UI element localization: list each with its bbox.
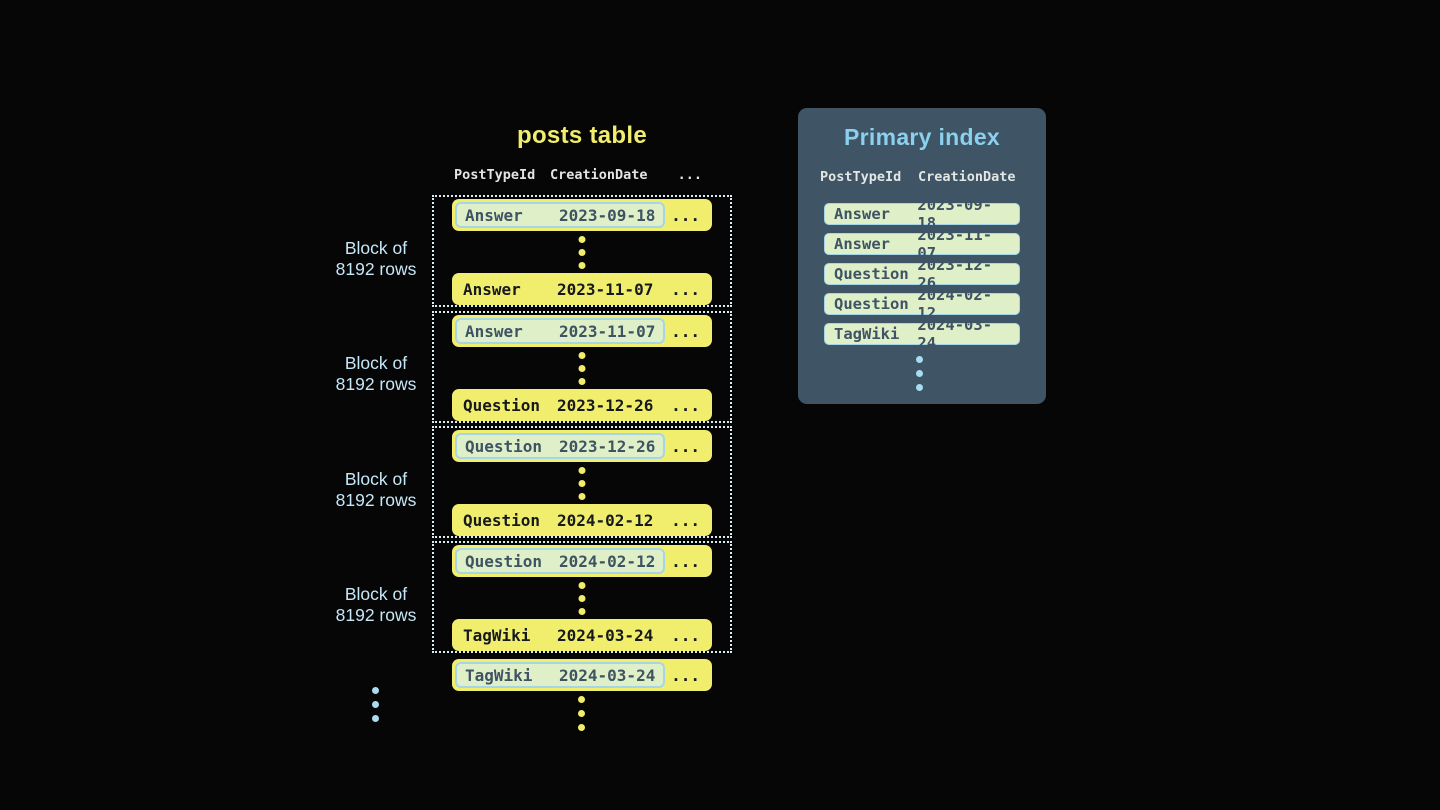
cell-posttypeid: Question (465, 436, 543, 456)
block-2: Answer 2023-11-07 ... Question 2023-12-2… (432, 311, 732, 423)
cell-posttypeid: TagWiki (465, 665, 533, 685)
omitted-rows-dots (578, 236, 586, 269)
block-size-label: Block of 8192 rows (335, 584, 417, 625)
table-row: TagWiki 2024-03-24 ... (452, 659, 712, 691)
cell-posttypeid: TagWiki (463, 625, 531, 645)
cell-creationdate: 2023-12-26 (557, 395, 654, 415)
cell-posttypeid: TagWiki (834, 325, 900, 343)
indexed-row-highlight: Question 2023-12-26 (455, 433, 666, 459)
primary-index-column-headers: PostTypeId CreationDate (798, 169, 1046, 185)
table-row: Answer 2023-09-18 ... (452, 199, 712, 231)
row-more-columns: ... (671, 321, 700, 341)
cell-creationdate: 2024-03-24 (917, 316, 993, 352)
cell-posttypeid: Question (463, 395, 541, 415)
cell-posttypeid: Answer (465, 205, 523, 225)
column-header-creationdate: CreationDate (918, 169, 1016, 185)
cell-creationdate: 2023-09-18 (917, 196, 993, 232)
cell-creationdate: 2024-03-24 (557, 625, 654, 645)
cell-creationdate: 2024-03-24 (559, 665, 656, 685)
cell-creationdate: 2023-09-18 (559, 205, 656, 225)
indexed-row-highlight: Answer 2023-11-07 (455, 318, 666, 344)
column-header-creationdate: CreationDate (550, 167, 648, 183)
indexed-row-highlight: Question 2024-02-12 (455, 548, 666, 574)
row-more-columns: ... (671, 279, 700, 299)
cell-posttypeid: Question (834, 265, 909, 283)
index-entry: Question 2024-02-12 (824, 286, 1020, 322)
index-entry: Answer 2023-09-18 (824, 196, 1020, 232)
omitted-rows-dots (578, 352, 586, 385)
cell-posttypeid: Answer (465, 321, 523, 341)
column-header-more: ... (677, 167, 702, 183)
cell-creationdate: 2024-02-12 (559, 551, 656, 571)
column-header-posttypeid: PostTypeId (454, 167, 536, 183)
cell-creationdate: 2023-11-07 (917, 226, 993, 262)
column-header-posttypeid: PostTypeId (820, 169, 902, 185)
cell-posttypeid: Answer (463, 279, 521, 299)
primary-index-title: Primary index (843, 124, 1001, 150)
index-entry: Question 2023-12-26 (824, 256, 1020, 292)
omitted-rows-dots (578, 582, 586, 615)
row-more-columns: ... (671, 551, 700, 571)
indexed-row-highlight: TagWiki 2024-03-24 (455, 662, 666, 688)
table-row: Question 2024-02-12 ... (452, 504, 712, 536)
table-row: Answer 2023-11-07 ... (452, 273, 712, 305)
omitted-rows-dots (578, 696, 585, 731)
block-size-label: Block of 8192 rows (335, 353, 417, 394)
cell-posttypeid: Question (465, 551, 543, 571)
table-row: Question 2024-02-12 ... (452, 545, 712, 577)
cell-creationdate: 2023-11-07 (559, 321, 656, 341)
index-entry: Answer 2023-11-07 (824, 226, 1020, 262)
cell-creationdate: 2024-02-12 (917, 286, 993, 322)
cell-creationdate: 2023-12-26 (559, 436, 656, 456)
cell-creationdate: 2023-12-26 (917, 256, 993, 292)
block-4: Question 2024-02-12 ... TagWiki 2024-03-… (432, 541, 732, 653)
primary-index-panel: Primary index PostTypeId CreationDate An… (798, 108, 1046, 404)
posts-table-title: posts table (517, 122, 647, 149)
posts-table-column-headers: PostTypeId CreationDate ... (452, 167, 712, 183)
block-1: Answer 2023-09-18 ... Answer 2023-11-07 … (432, 195, 732, 307)
index-entry: TagWiki 2024-03-24 (824, 316, 1020, 352)
cell-creationdate: 2024-02-12 (557, 510, 654, 530)
table-row: Question 2023-12-26 ... (452, 430, 712, 462)
row-more-columns: ... (671, 510, 700, 530)
row-more-columns: ... (671, 436, 700, 456)
cell-posttypeid: Answer (834, 205, 890, 223)
cell-creationdate: 2023-11-07 (557, 279, 654, 299)
table-row: Question 2023-12-26 ... (452, 389, 712, 421)
block-size-label: Block of 8192 rows (335, 469, 417, 510)
cell-posttypeid: Answer (834, 235, 890, 253)
block-size-label: Block of 8192 rows (335, 238, 417, 279)
cell-posttypeid: Question (463, 510, 541, 530)
row-more-columns: ... (671, 205, 700, 225)
omitted-index-entries-dots (916, 356, 923, 391)
omitted-rows-dots (578, 467, 586, 500)
omitted-blocks-dots (372, 687, 379, 722)
row-more-columns: ... (671, 395, 700, 415)
table-row: Answer 2023-11-07 ... (452, 315, 712, 347)
block-3: Question 2023-12-26 ... Question 2024-02… (432, 426, 732, 538)
row-more-columns: ... (671, 625, 700, 645)
indexed-row-highlight: Answer 2023-09-18 (455, 202, 666, 228)
cell-posttypeid: Question (834, 295, 909, 313)
row-more-columns: ... (671, 665, 700, 685)
table-row: TagWiki 2024-03-24 ... (452, 619, 712, 651)
